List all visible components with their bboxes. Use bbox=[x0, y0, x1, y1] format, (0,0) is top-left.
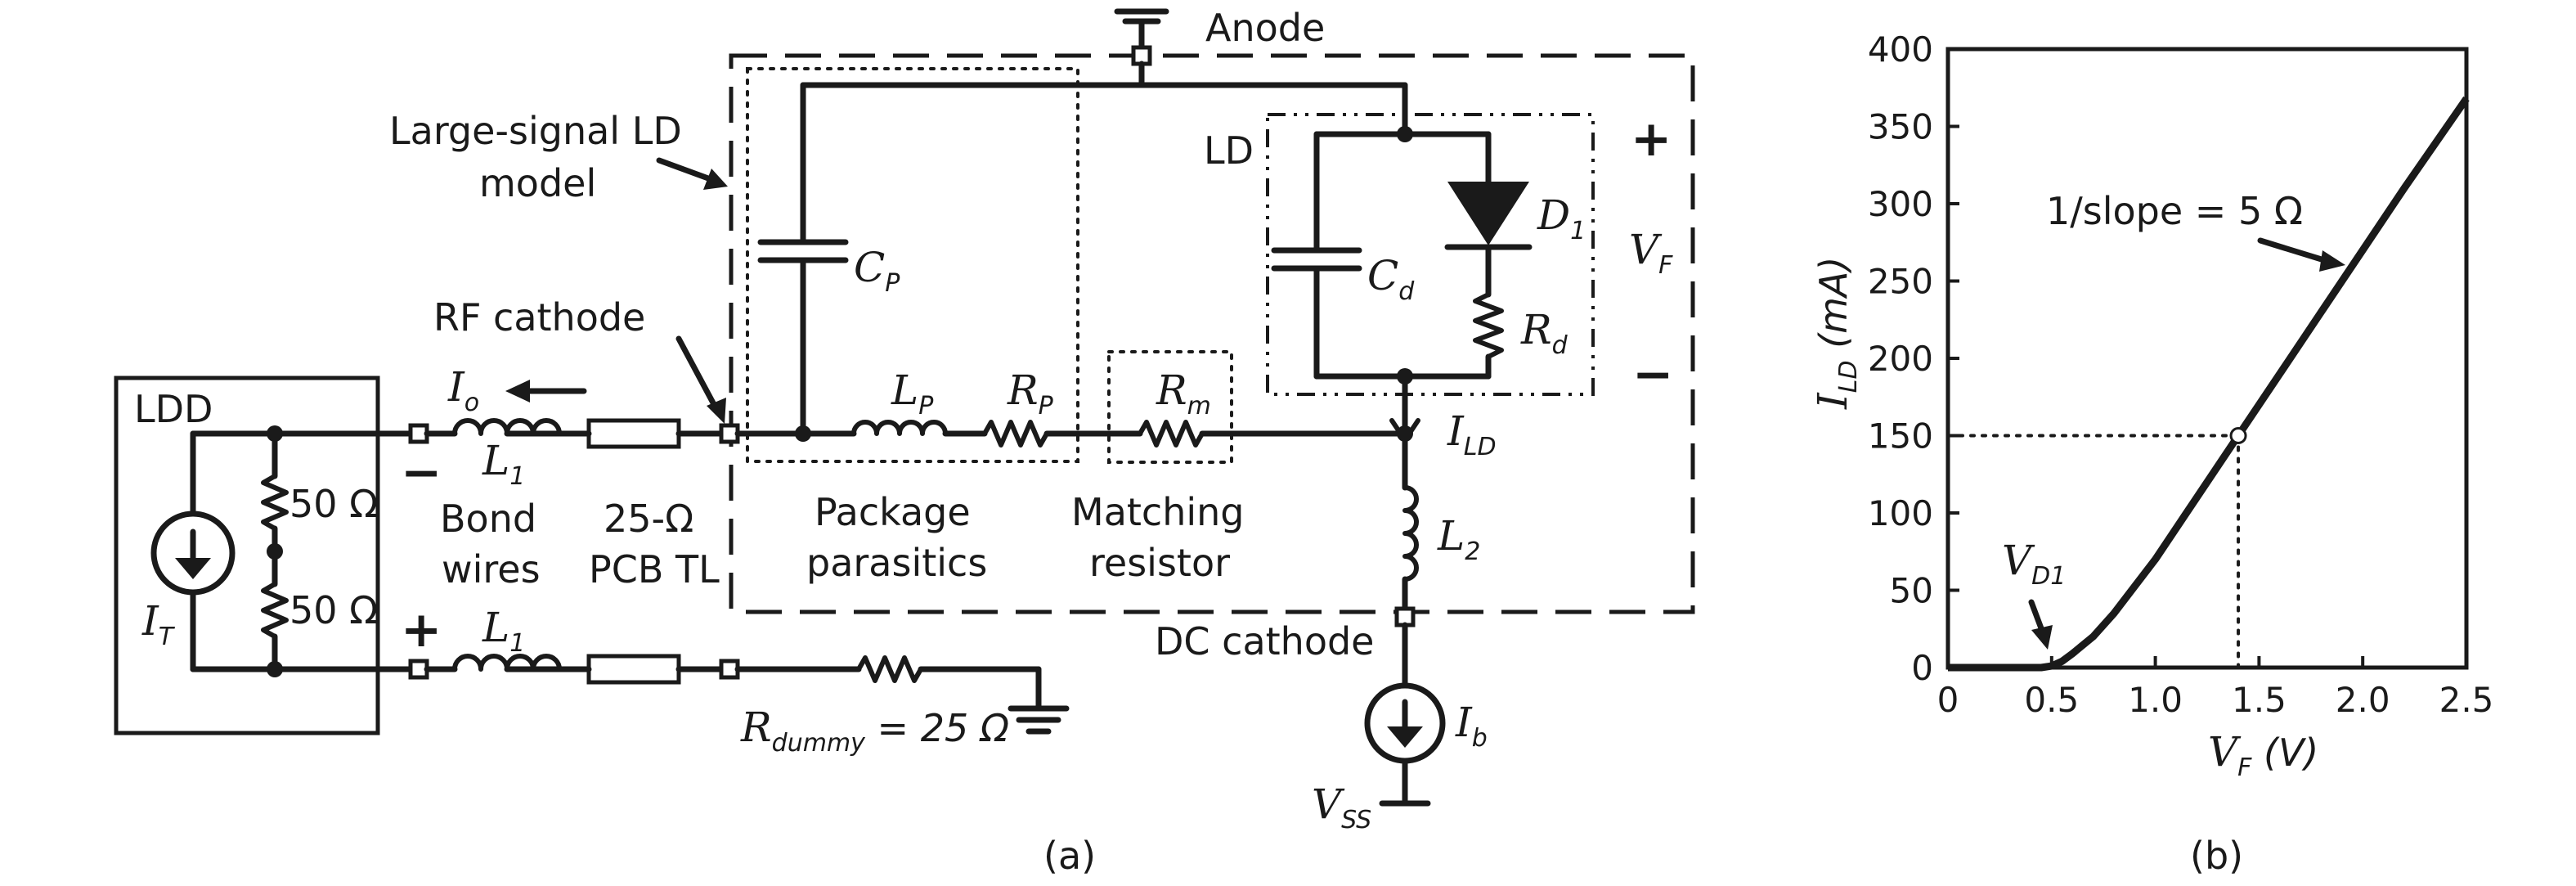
vf-plus: + bbox=[1631, 110, 1672, 168]
l2-label: L2 bbox=[1437, 512, 1480, 566]
series-line bbox=[1948, 96, 2470, 672]
anode-label: Anode bbox=[1205, 6, 1325, 50]
x-tick-label: 2.5 bbox=[2439, 680, 2494, 720]
rf-cathode-arrow bbox=[707, 398, 726, 424]
y-axis-title: ILD (mA) bbox=[1809, 257, 1863, 410]
large-signal-label-2: model bbox=[479, 161, 596, 205]
pcb-tl-bottom bbox=[586, 654, 681, 685]
y-axis-ticks: 0 50 100 150 200 250 300 350 400 bbox=[1868, 29, 1959, 688]
rd-label: Rd bbox=[1520, 306, 1568, 360]
r50-top-resistor bbox=[261, 474, 289, 531]
lp-label: LP bbox=[891, 367, 934, 421]
x-axis-ticks: 0 0.5 1.0 1.5 2.0 2.5 bbox=[1937, 656, 2494, 720]
package-label-1: Package bbox=[815, 490, 971, 534]
y-tick-label: 350 bbox=[1868, 107, 1933, 147]
rp-label: RP bbox=[1007, 367, 1054, 421]
matching-label-2: resistor bbox=[1089, 541, 1230, 585]
x-tick-label: 0 bbox=[1937, 680, 1959, 720]
y-tick-label: 100 bbox=[1868, 493, 1933, 533]
io-arrow bbox=[505, 380, 530, 403]
l1-top-label: L1 bbox=[482, 437, 525, 491]
ldd-minus-sign: − bbox=[401, 444, 442, 501]
r50-bottom-label: 50 Ω bbox=[289, 588, 378, 632]
y-tick-label: 200 bbox=[1868, 339, 1933, 379]
ld-label: LD bbox=[1204, 128, 1254, 173]
vf-label: VF bbox=[1629, 226, 1673, 280]
matching-label-1: Matching bbox=[1071, 490, 1245, 534]
d1-label: D1 bbox=[1537, 191, 1586, 245]
matching-resistor-box bbox=[1107, 350, 1233, 464]
x-tick-label: 2.0 bbox=[2336, 680, 2390, 720]
slope-arrow bbox=[2319, 250, 2345, 272]
x-tick-label: 1.5 bbox=[2232, 680, 2287, 720]
bond-label-2: wires bbox=[442, 547, 541, 591]
rm-label: Rm bbox=[1156, 367, 1211, 421]
lp-inductor bbox=[851, 420, 948, 436]
circuit-schematic: Anode CP Cd D1 Rd + bbox=[114, 6, 1695, 878]
slope-annotation: 1/slope = 5 Ω bbox=[2046, 189, 2303, 233]
y-tick-label: 0 bbox=[1911, 648, 1933, 688]
vf-minus: − bbox=[1632, 346, 1673, 403]
ib-label: Ib bbox=[1455, 699, 1488, 753]
rd-resistor bbox=[1473, 292, 1504, 359]
rdummy-resistor bbox=[856, 655, 923, 683]
x-axis-title: VF (V) bbox=[2208, 728, 2318, 782]
caption-a: (a) bbox=[1043, 834, 1096, 878]
y-tick-label: 250 bbox=[1868, 262, 1933, 302]
ild-label: ILD bbox=[1447, 407, 1497, 461]
d1-diode bbox=[1447, 182, 1529, 245]
pcb-label-2: PCB TL bbox=[589, 547, 720, 591]
l2-inductor bbox=[1402, 485, 1419, 582]
vd1-annotation: VD1 bbox=[2002, 537, 2066, 591]
l1-bottom-label: L1 bbox=[482, 604, 525, 658]
cd-label: Cd bbox=[1367, 252, 1415, 306]
rm-resistor bbox=[1138, 420, 1205, 447]
cp-label: CP bbox=[854, 244, 900, 298]
large-signal-model-box bbox=[729, 53, 1695, 614]
ldd-label: LDD bbox=[134, 387, 213, 431]
caption-b: (b) bbox=[2190, 834, 2243, 878]
rdummy-label: Rdummy = 25 Ω bbox=[740, 704, 1009, 758]
rp-resistor bbox=[982, 420, 1049, 447]
r50-bottom-resistor bbox=[261, 582, 289, 639]
x-tick-label: 0.5 bbox=[2024, 680, 2079, 720]
io-label: Io bbox=[447, 363, 479, 417]
dc-cathode-label: DC cathode bbox=[1155, 619, 1374, 663]
x-tick-label: 1.0 bbox=[2128, 680, 2183, 720]
operating-point-marker bbox=[2229, 427, 2247, 444]
package-label-2: parasitics bbox=[806, 541, 987, 585]
ld-box bbox=[1266, 113, 1595, 396]
y-tick-label: 50 bbox=[1890, 571, 1933, 611]
y-tick-label: 400 bbox=[1868, 29, 1933, 70]
it-label: IT bbox=[141, 597, 176, 651]
pcb-tl-top bbox=[586, 418, 681, 449]
pcb-label-1: 25-Ω bbox=[604, 497, 693, 541]
y-tick-label: 300 bbox=[1868, 184, 1933, 224]
y-tick-label: 150 bbox=[1868, 416, 1933, 456]
large-signal-arrow bbox=[703, 169, 728, 190]
ldd-box bbox=[114, 376, 380, 735]
vd1-arrow bbox=[2031, 625, 2053, 650]
iv-chart: 0 0.5 1.0 1.5 2.0 2.5 0 50 100 150 200 250 300 350 40… bbox=[1809, 29, 2493, 878]
bond-label-1: Bond bbox=[440, 497, 536, 541]
rf-cathode-label: RF cathode bbox=[433, 295, 645, 340]
ldd-plus-sign: + bbox=[401, 601, 442, 659]
package-parasitics-box bbox=[746, 67, 1079, 463]
r50-top-label: 50 Ω bbox=[289, 482, 378, 526]
large-signal-label-1: Large-signal LD bbox=[389, 109, 682, 153]
vss-label: VSS bbox=[1312, 780, 1371, 834]
